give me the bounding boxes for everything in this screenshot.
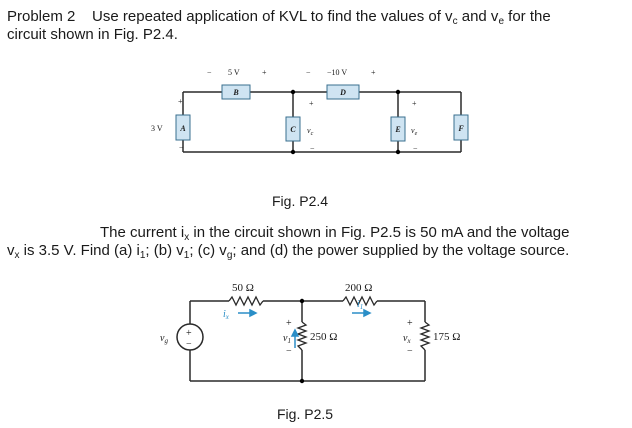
v1-plus: + [286,318,292,329]
arrow-i1 [352,308,372,318]
vx-label: vx [403,333,411,345]
p24-wires [182,91,462,153]
element-d-label: D [339,88,346,97]
caption-p2-4: Fig. P2.4 [272,193,329,209]
arrow-v1 [290,328,300,348]
d-voltage: −10 V [327,68,347,77]
b-plus: + [262,68,267,77]
problem-label: Problem 2 [7,8,76,25]
problem-2-line-1: Problem 2 Use repeated application of KV… [7,8,551,31]
p25-part-c: ; (c) v [189,242,227,259]
problem-25-line-1: The current ix in the circuit shown in F… [100,224,569,247]
e-plus: + [412,99,417,108]
r4-label: 175 Ω [433,331,460,343]
ix-label: ix [223,309,230,321]
p25-wires [189,300,426,382]
caption-p2-5: Fig. P2.5 [277,406,334,422]
vx-plus: + [407,318,413,329]
c-plus: + [309,99,314,108]
p25-sub-x: x [184,232,190,243]
d-plus: + [371,68,376,77]
element-b-label: B [232,88,239,97]
p25-v1-sub: 1 [183,250,190,261]
i1-label: i1 [357,299,363,311]
element-e-label: E [394,125,400,134]
element-f-label: F [457,124,464,133]
resistor-175-ohm [419,321,431,351]
d-minus: − [306,68,311,77]
element-b [221,84,251,100]
element-a-label: A [179,124,186,133]
element-e [390,116,406,142]
element-f [453,114,469,141]
source-3v-label: 3 V [151,124,163,133]
a-minus: − [179,143,184,152]
b-minus: − [207,68,212,77]
p25-nodes [299,298,305,384]
c-voltage: vc [307,126,314,137]
problem-2-line-2: circuit shown in Fig. P2.4. [7,26,178,43]
problem-2-text: Use repeated application of KVL to find … [92,8,453,25]
problem-2-and: and v [457,8,499,25]
vg-plus: + [186,328,192,339]
p25-part-a: is 3.5 V. Find (a) i [19,242,140,259]
element-a [175,114,191,141]
a-plus: + [178,97,183,106]
r2-label: 200 Ω [345,282,372,294]
p25-vg-sub: g [226,250,233,261]
p25-vx-sub: x [14,250,20,261]
p24-nodes [290,89,401,155]
e-minus: − [413,144,418,153]
vg-label: vg [160,333,168,345]
b-voltage: 5 V [228,68,240,77]
resistor-50-ohm [228,295,264,307]
element-c-label: C [290,125,296,134]
element-c [285,116,301,142]
voltage-source-vg [176,323,204,351]
subscript-c: c [452,16,458,27]
problem-2-tail: for the [504,8,551,25]
v1-label: v1 [283,333,291,345]
vg-minus: − [186,339,192,350]
element-d [326,84,360,100]
p25-i1-sub: 1 [139,250,146,261]
problem-25-line-2: vx is 3.5 V. Find (a) i1; (b) v1; (c) vg… [7,242,569,265]
resistor-250-ohm [296,321,308,351]
e-voltage: ve [411,126,418,137]
p25-part-b: ; (b) v [145,242,184,259]
resistor-200-ohm [342,295,378,307]
arrow-ix [238,308,258,318]
p25-part-d: ; and (d) the power supplied by the volt… [232,242,570,259]
p25-text-b: in the circuit shown in Fig. P2.5 is 50 … [189,224,570,241]
c-minus: − [310,144,315,153]
r3-label: 250 Ω [310,331,337,343]
v1-minus: − [286,346,292,357]
r1-label: 50 Ω [232,282,254,294]
p25-text-a: The current i [100,224,185,241]
p25-vx: v [7,242,15,259]
vx-minus: − [407,346,413,357]
subscript-e: e [498,16,504,27]
